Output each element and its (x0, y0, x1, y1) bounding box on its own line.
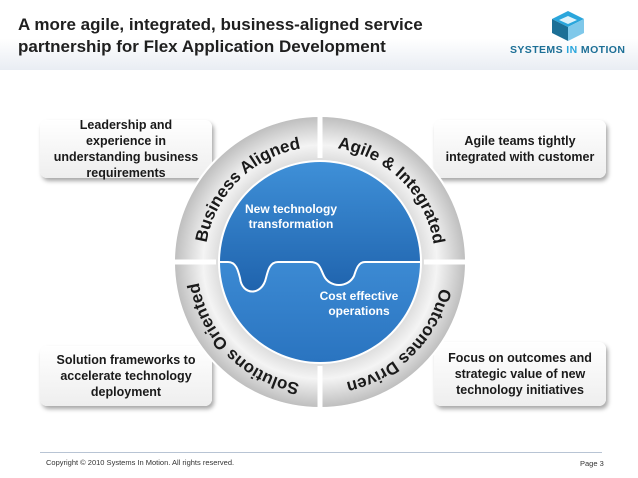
puzzle-seam (220, 261, 420, 293)
callout-agile-integrated: Agile teams tightly integrated with cust… (434, 120, 606, 178)
puzzle-piece-bottom (220, 262, 420, 362)
slide-title: A more agile, integrated, business-align… (18, 15, 423, 56)
cycle-diagram: New technology transformation Cost effec… (170, 112, 470, 412)
page-number: Page 3 (580, 459, 604, 468)
puzzle-piece-top (220, 162, 420, 292)
logo-text: SYSTEMS IN MOTION (510, 44, 626, 56)
puzzle-label-bottom-line1: Cost effective (320, 289, 399, 303)
callout-business-aligned: Leadership and experience in understandi… (40, 118, 212, 180)
logo-cube-icon (552, 11, 584, 41)
footer-divider (40, 452, 602, 453)
copyright-text: Copyright © 2010 Systems In Motion. All … (46, 458, 235, 467)
callout-outcomes-driven: Focus on outcomes and strategic value of… (434, 342, 606, 406)
puzzle-label-bottom-line2: operations (328, 304, 390, 318)
company-logo: SYSTEMS IN MOTION (510, 10, 630, 62)
callout-solutions-oriented: Solution frameworks to accelerate techno… (40, 346, 212, 406)
puzzle-label-top-line1: New technology (245, 202, 337, 216)
puzzle-label-top-line2: transformation (249, 217, 334, 231)
header-band (0, 0, 638, 70)
ring-dividers (170, 112, 470, 412)
